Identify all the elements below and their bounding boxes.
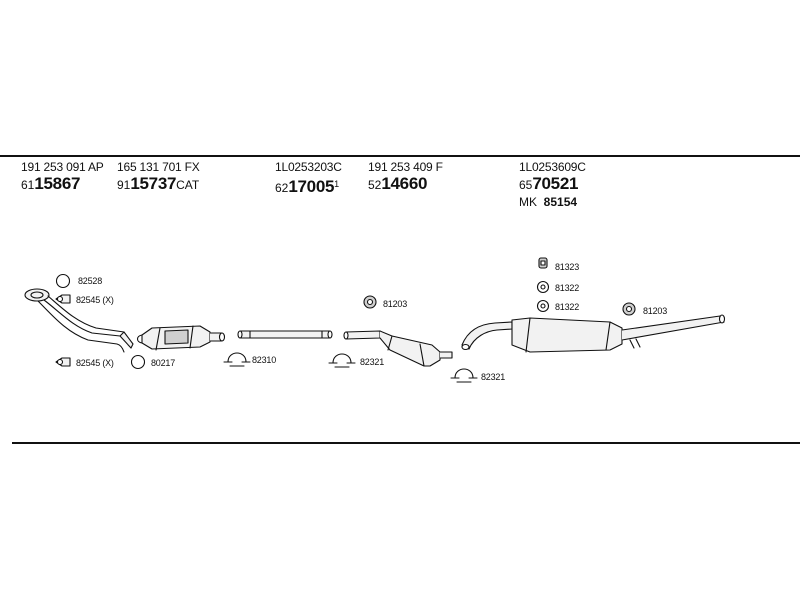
middle-silencer-part[interactable] <box>343 330 453 367</box>
column-intermediate-pipe: 1L0253203C 62170051 <box>275 160 342 198</box>
article-number[interactable]: 6115867 <box>21 174 104 195</box>
article-prefix: 52 <box>368 178 382 192</box>
label-81322-b[interactable]: 81322 <box>555 302 580 312</box>
ring-80217[interactable] <box>130 354 146 370</box>
label-81203-b[interactable]: 81203 <box>643 306 668 316</box>
label-82321-b[interactable]: 82321 <box>481 372 506 382</box>
hanger-81203-a[interactable] <box>363 295 377 309</box>
article-number[interactable]: 6570521 <box>519 174 586 195</box>
article-main: 17005 <box>288 177 335 196</box>
article-main: 15867 <box>34 174 81 193</box>
article-number[interactable]: 9115737CAT <box>117 174 200 195</box>
oem-number: 191 253 409 F <box>368 160 443 174</box>
mounting-kit-number[interactable]: MK 85154 <box>519 195 586 209</box>
column-front-pipe: 191 253 091 AP 6115867 <box>21 160 104 195</box>
bottom-rule <box>12 442 800 444</box>
hanger-81203-b[interactable] <box>622 302 636 316</box>
clip-82545-top[interactable] <box>55 294 71 304</box>
article-prefix: 61 <box>21 178 35 192</box>
article-main: 14660 <box>381 174 428 193</box>
article-prefix: 65 <box>519 178 533 192</box>
label-82545-bottom[interactable]: 82545 (X) <box>76 358 114 368</box>
article-number[interactable]: 5214660 <box>368 174 443 195</box>
label-80217[interactable]: 80217 <box>151 358 176 368</box>
hanger-81322-a[interactable] <box>536 280 550 294</box>
mounting-kit-prefix: MK <box>519 195 537 209</box>
label-82310[interactable]: 82310 <box>252 355 277 365</box>
hanger-81323[interactable] <box>538 257 548 269</box>
clamp-82310[interactable] <box>223 352 251 367</box>
article-superscript: 1 <box>334 179 340 189</box>
mounting-kit-main: 85154 <box>543 195 578 209</box>
hanger-81322-b[interactable] <box>536 299 550 313</box>
oem-number: 165 131 701 FX <box>117 160 200 174</box>
article-prefix: 62 <box>275 181 289 195</box>
front-pipe-part[interactable] <box>24 288 134 353</box>
ring-82528[interactable] <box>55 273 71 289</box>
column-rear-silencer: 1L0253609C 6570521 MK 85154 <box>519 160 586 209</box>
catalytic-converter-part[interactable] <box>136 325 226 351</box>
column-catalytic-converter: 165 131 701 FX 9115737CAT <box>117 160 200 195</box>
article-prefix: 91 <box>117 178 131 192</box>
clamp-82321-b[interactable] <box>450 368 478 383</box>
article-number[interactable]: 62170051 <box>275 174 342 198</box>
article-main: 15737 <box>130 174 177 193</box>
article-suffix: CAT <box>176 178 200 192</box>
intermediate-pipe-part[interactable] <box>237 330 333 339</box>
rear-silencer-part[interactable] <box>461 314 726 353</box>
label-81322-a[interactable]: 81322 <box>555 283 580 293</box>
label-82545-top[interactable]: 82545 (X) <box>76 295 114 305</box>
oem-number: 1L0253609C <box>519 160 586 174</box>
column-middle-silencer: 191 253 409 F 5214660 <box>368 160 443 195</box>
label-81323[interactable]: 81323 <box>555 262 580 272</box>
article-main: 70521 <box>532 174 579 193</box>
top-rule <box>0 155 800 157</box>
label-82321-a[interactable]: 82321 <box>360 357 385 367</box>
oem-number: 1L0253203C <box>275 160 342 174</box>
label-82528[interactable]: 82528 <box>78 276 103 286</box>
clamp-82321-a[interactable] <box>328 353 356 368</box>
clip-82545-bottom[interactable] <box>55 357 71 367</box>
oem-number: 191 253 091 AP <box>21 160 104 174</box>
label-81203-a[interactable]: 81203 <box>383 299 408 309</box>
